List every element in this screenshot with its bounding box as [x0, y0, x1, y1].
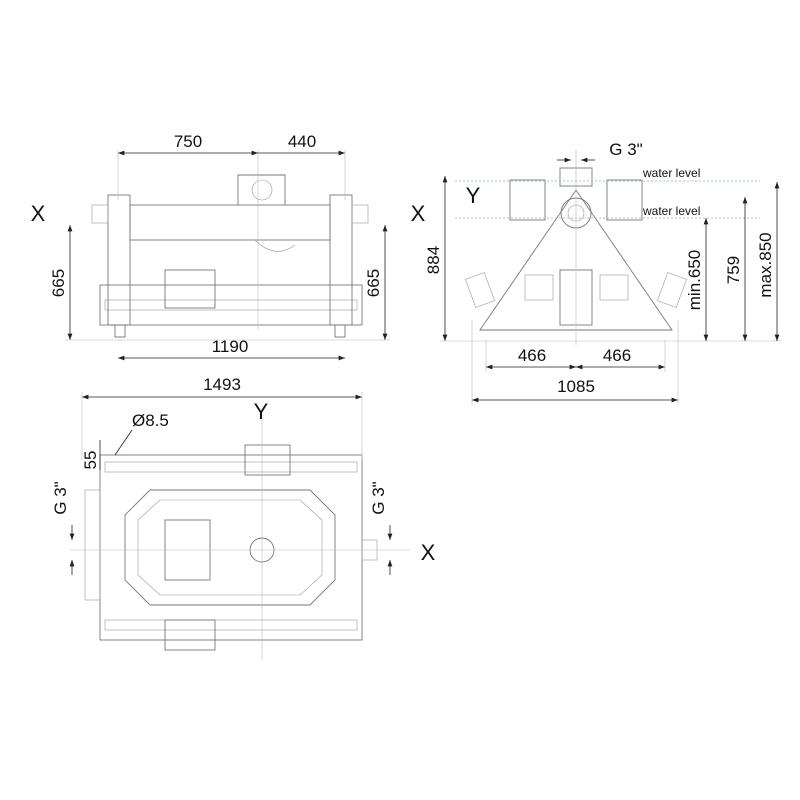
axis-x-left: X [31, 201, 46, 226]
water-level-lower: water level [642, 204, 700, 218]
side-machine-outline [465, 150, 687, 345]
axis-y-side: Y [466, 183, 481, 208]
axis-y-top: Y [254, 399, 269, 424]
dim-1190: 1190 [212, 337, 249, 356]
side-view: G 3" water level water level Y 884 min.6… [424, 140, 782, 405]
dim-max-850: max.850 [756, 232, 775, 297]
dim-884: 884 [424, 246, 443, 274]
dim-min-650: min.650 [685, 250, 704, 310]
dim-759: 759 [724, 256, 743, 284]
dim-665-right: 665 [364, 269, 383, 297]
front-view: 750 440 X X 665 665 1190 [31, 132, 426, 361]
axis-x-top: X [421, 540, 436, 565]
dim-55: 55 [81, 451, 100, 470]
dim-750: 750 [174, 132, 202, 151]
front-machine-outline [91, 150, 369, 338]
dim-665-left: 665 [49, 269, 68, 297]
dim-466-right: 466 [603, 346, 631, 365]
dim-466-left: 466 [518, 346, 546, 365]
port-g3-right: G 3" [369, 481, 388, 514]
port-g3-left: G 3" [51, 481, 70, 514]
dim-440: 440 [288, 132, 316, 151]
top-view: 1493 Ø8.5 Y 55 G 3" G 3" X [51, 375, 436, 660]
dim-diameter-8-5: Ø8.5 [132, 411, 169, 430]
dim-1493: 1493 [203, 375, 241, 394]
axis-x-right: X [411, 201, 426, 226]
top-machine-outline [70, 420, 410, 660]
water-level-upper: water level [642, 166, 700, 180]
inlet-g3: G 3" [609, 140, 642, 159]
dim-1085: 1085 [557, 377, 595, 396]
